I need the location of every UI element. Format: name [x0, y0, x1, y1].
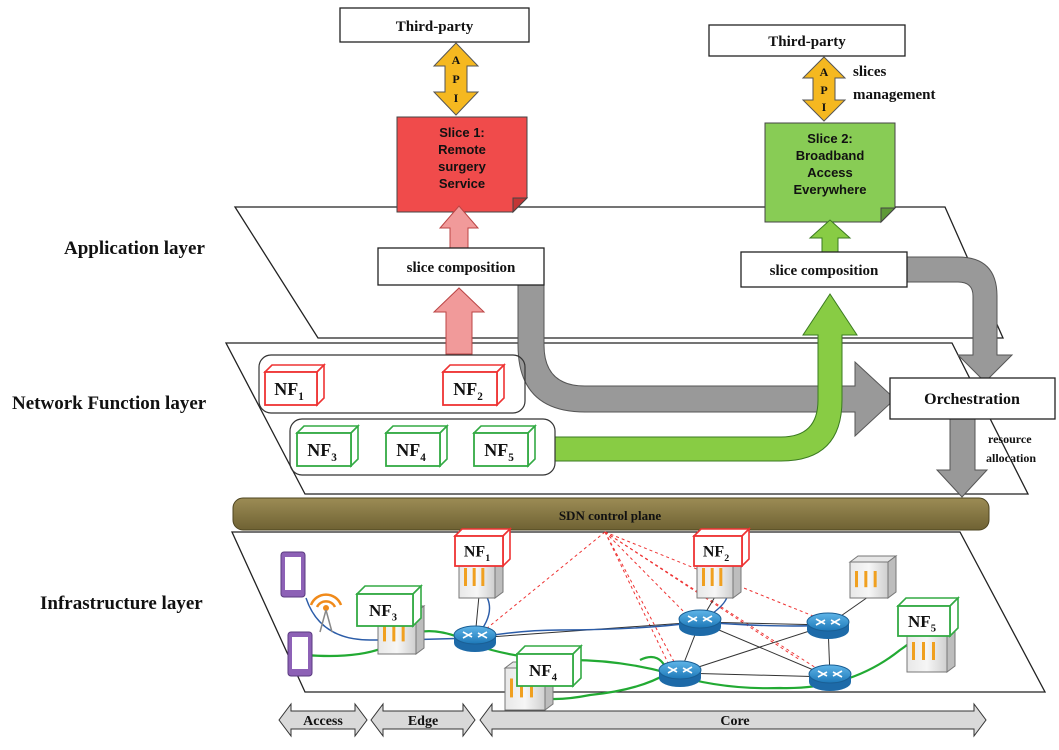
- slices-management-line1: slices: [853, 64, 886, 80]
- infra-nf-box-4-label: NF4: [529, 661, 558, 684]
- resource-allocation-line1: resource: [988, 432, 1032, 446]
- slice-2-line-1: Slice 2:: [807, 131, 853, 146]
- slice-2-fold: [880, 207, 897, 224]
- nf-layer-box-4: NF4: [384, 424, 449, 468]
- arrow-composition-to-slice-1: [438, 205, 480, 249]
- antenna-icon: [309, 593, 343, 633]
- infra-nf-box-1-label: NF1: [464, 544, 490, 564]
- slice-1-fold: [512, 197, 529, 214]
- api-arrow-left: [432, 42, 480, 116]
- slice-1-line-2: Remote: [438, 142, 486, 157]
- slice-2-line-4: Everywhere: [794, 182, 867, 197]
- segment-label-core: Core: [720, 714, 749, 729]
- arrow-nf-to-composition-left: [432, 287, 486, 355]
- third-party-box-right: [708, 24, 906, 57]
- arrow-composition-to-slice-2: [808, 219, 852, 253]
- segment-arrow-access: [278, 702, 368, 738]
- server-core-3: [848, 555, 898, 599]
- slice-1-line-4: Service: [439, 176, 485, 191]
- segment-arrow-edge: [370, 702, 476, 738]
- third-party-label-left: Third-party: [396, 19, 474, 35]
- infra-nf-box-1: NF1: [453, 527, 512, 568]
- router-core-4: [808, 664, 852, 691]
- application-layer-label: Application layer: [64, 238, 205, 259]
- api-letter-left-i: I: [454, 91, 459, 105]
- infra-nf-box-3-label: NF3: [369, 601, 397, 624]
- orchestration-label: Orchestration: [924, 391, 1020, 408]
- infra-nf-box-5: NF5: [896, 596, 960, 638]
- slice-1-line-3: surgery: [438, 159, 486, 174]
- third-party-box-left: [339, 7, 530, 43]
- nf-layer-box-3: NF3: [295, 424, 360, 468]
- sdn-control-plane-bar: [232, 497, 990, 531]
- api-letter-right-i: I: [822, 100, 827, 114]
- slices-management-line2: management: [853, 87, 936, 103]
- resource-allocation-arrow: [935, 417, 989, 498]
- segment-label-access: Access: [303, 714, 343, 729]
- router-core-3: [658, 660, 702, 687]
- infra-nf-box-2: NF2: [692, 527, 751, 568]
- green-arrow-nf-to-composition-right: [554, 293, 858, 462]
- infrastructure-layer-label: Infrastructure layer: [40, 593, 203, 614]
- segment-arrows: Access Edge Core: [278, 702, 987, 738]
- api-letter-right-p: P: [820, 83, 827, 97]
- router-core-2: [806, 612, 850, 639]
- server-nf5: [905, 625, 957, 673]
- slice-2-line-2: Broadband: [796, 148, 865, 163]
- orchestration-box: [889, 377, 1056, 420]
- infra-nf-box-2-label: NF2: [703, 544, 729, 564]
- nf-group-green: [289, 418, 556, 476]
- slice-1-line-1: Slice 1:: [439, 125, 485, 140]
- slice-2-path: [304, 619, 917, 701]
- api-arrow-right: [801, 56, 847, 122]
- segment-label-edge: Edge: [408, 714, 438, 729]
- slice-composition-box-left: [377, 247, 545, 286]
- infra-nf-box-3: NF3: [355, 584, 423, 628]
- api-letter-left-p: P: [452, 72, 459, 86]
- sdn-control-plane-label: SDN control plane: [559, 508, 662, 523]
- infra-nf-box-5-label: NF5: [908, 612, 936, 635]
- tablet-screen-1: [285, 557, 301, 590]
- router-core-1: [678, 609, 722, 636]
- infra-nf-box-4: NF4: [515, 644, 583, 688]
- slice-composition-label-right: slice composition: [770, 263, 879, 279]
- slice-composition-label-left: slice composition: [407, 260, 516, 276]
- nf-group-red: [258, 354, 526, 414]
- api-letter-right-a: A: [820, 65, 829, 79]
- third-party-label-right: Third-party: [768, 34, 846, 50]
- nf-layer-box-5: NF5: [472, 424, 537, 468]
- segment-arrow-core: [479, 702, 987, 738]
- slice-composition-box-right: [740, 251, 908, 288]
- router-edge: [453, 625, 497, 652]
- api-letter-left-a: A: [452, 53, 461, 67]
- tablet-screen-2: [292, 637, 308, 669]
- application-layer-plane: [233, 206, 1004, 339]
- network-function-layer-label: Network Function layer: [12, 393, 207, 414]
- resource-allocation-line2: allocation: [986, 451, 1036, 465]
- nf-layer-box-2: NF2: [441, 363, 506, 407]
- slice-2-line-3: Access: [807, 165, 853, 180]
- nf-layer-box-1: NF1: [263, 363, 326, 407]
